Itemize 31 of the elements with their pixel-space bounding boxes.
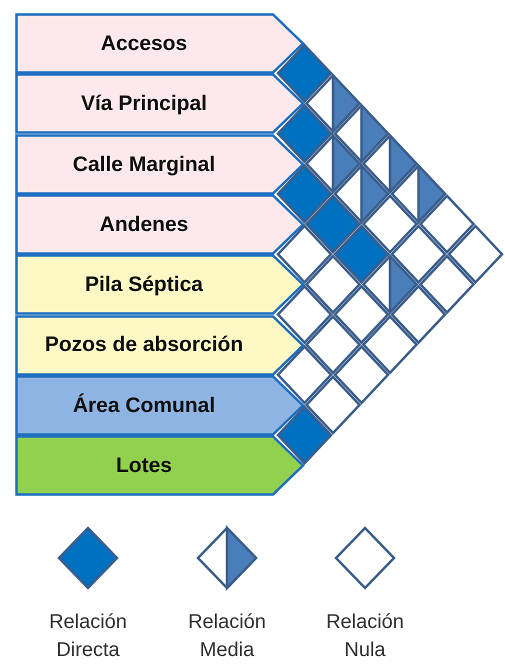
null-relation-diamond — [276, 224, 333, 284]
legend-label: Relación Media — [187, 610, 267, 663]
direct-relation-diamond — [276, 43, 333, 104]
row-label: Área Comunal — [72, 394, 216, 417]
null-relation-diamond — [362, 194, 418, 254]
row-label: Calle Marginal — [72, 152, 216, 176]
direct-relation-diamond — [276, 104, 333, 164]
row-label: Pozos de absorción — [44, 333, 244, 357]
null-relation-diamond — [333, 284, 390, 344]
direct-relation-diamond — [276, 164, 333, 224]
null-relation-diamond — [276, 284, 333, 344]
direct-relation-diamond — [333, 224, 390, 284]
row-label: Pila Séptica — [84, 273, 204, 296]
row-label: Lotes — [114, 454, 173, 478]
legend-label: Relación Directa — [48, 610, 128, 663]
row-label: Andenes — [98, 212, 190, 236]
null-relation-diamond — [362, 314, 418, 375]
row-label: Vía Principal — [80, 92, 208, 116]
null-relation-diamond — [333, 344, 390, 405]
medium-relation-diamond — [196, 524, 258, 592]
null-relation-diamond — [418, 194, 476, 254]
legend-label: Relación Nula — [325, 610, 405, 663]
null-relation-diamond — [390, 224, 447, 284]
null-relation-diamond — [334, 526, 396, 590]
null-relation-diamond — [390, 284, 447, 344]
null-relation-diamond — [276, 344, 333, 405]
null-relation-diamond — [418, 254, 476, 314]
direct-relation-diamond — [57, 526, 119, 590]
row-label: Accesos — [100, 32, 188, 56]
null-relation-diamond — [447, 224, 504, 284]
direct-relation-diamond — [276, 405, 333, 466]
